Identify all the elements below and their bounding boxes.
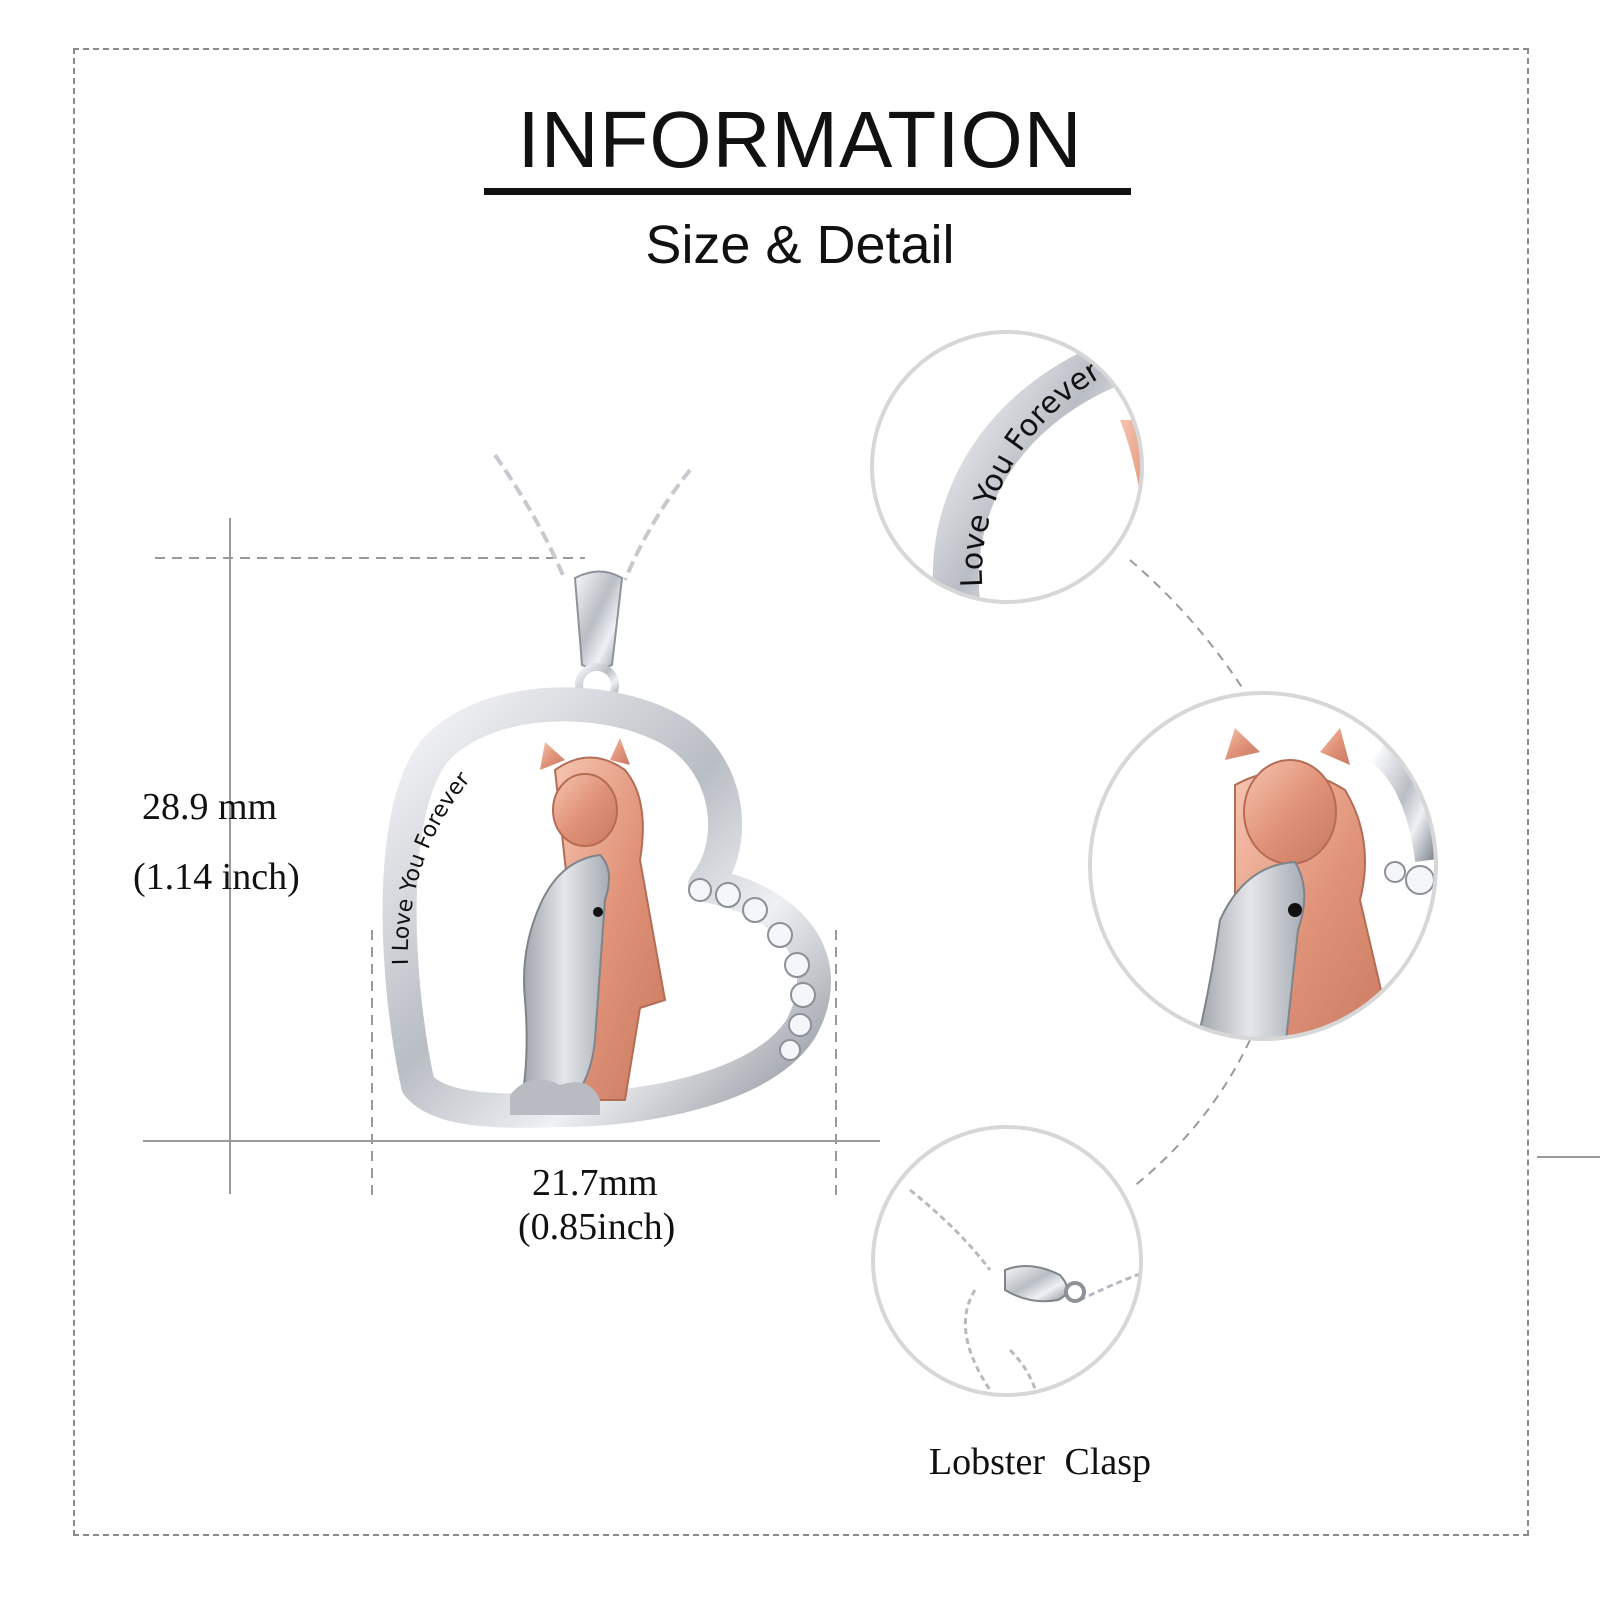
- height-inch-label: (1.14 inch): [133, 856, 300, 898]
- dashed-frame: [73, 48, 1529, 1536]
- page-title: INFORMATION: [517, 95, 1083, 184]
- width-mm-label: 21.7mm: [532, 1162, 658, 1204]
- connector-top: [1129, 559, 1251, 701]
- connector-bottom: [1131, 1039, 1251, 1189]
- height-mm-label: 28.9 mm: [142, 786, 278, 828]
- width-inch-label: (0.85inch): [518, 1206, 676, 1248]
- stone-row: [688, 878, 816, 1061]
- page-subtitle: Size & Detail: [645, 215, 955, 275]
- measurement-guides: [143, 518, 1600, 1195]
- girl-dolphin-detail-image: [1088, 691, 1438, 1041]
- necklace-chain: [493, 453, 692, 581]
- title-underline: [484, 188, 1131, 195]
- lobster-clasp-image: [871, 1125, 1143, 1397]
- engraving-detail-image: I Love You Forever: [870, 330, 1144, 604]
- pendant-image: I Love You Forever: [382, 453, 831, 1128]
- clasp-caption: Lobster Clasp: [928, 1441, 1152, 1483]
